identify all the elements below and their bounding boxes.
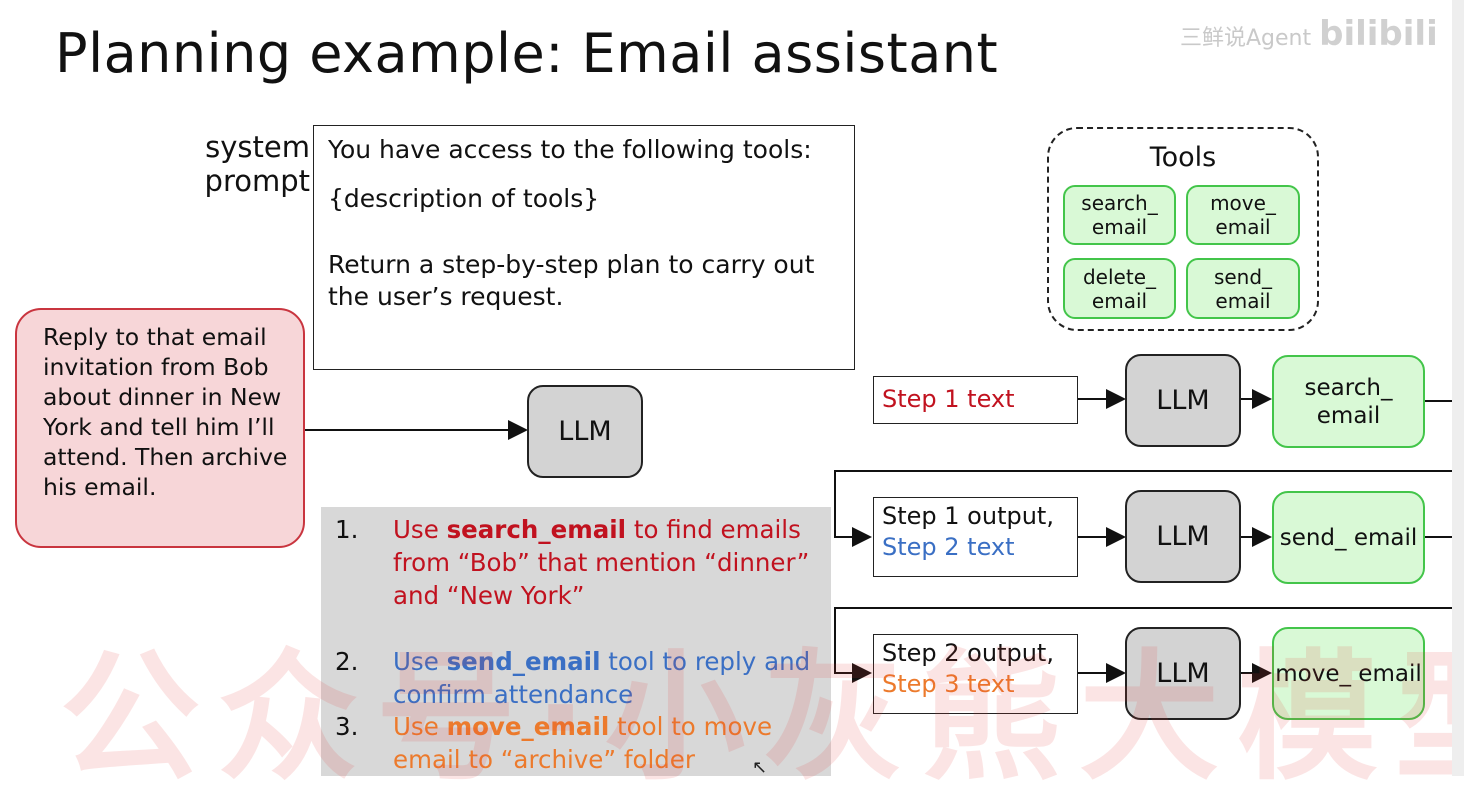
step-3-output-text: Step 2 output, xyxy=(882,639,1054,667)
plan-tool-name: send_email xyxy=(446,647,601,676)
connector-lines xyxy=(305,389,1462,683)
tool-send-email: send_ email xyxy=(1186,258,1300,319)
plan-tool-name: move_email xyxy=(446,712,610,741)
channel-logo: 三鲜说Agent bilibili xyxy=(1180,14,1438,54)
step-1-tool: search_ email xyxy=(1272,355,1425,448)
tool-label: send_ email xyxy=(1279,524,1418,551)
plan-tool-name: search_email xyxy=(446,515,627,544)
loop2-arrow xyxy=(834,607,1462,683)
llm-main: LLM xyxy=(527,385,643,478)
logo-text: 三鲜说Agent xyxy=(1180,26,1312,51)
page-title: Planning example: Email assistant xyxy=(55,22,999,85)
user-request-box: Reply to that email invitation from Bob … xyxy=(15,308,305,548)
system-line-1: You have access to the following tools: xyxy=(328,135,812,164)
loop1-arrow xyxy=(834,470,1462,547)
tool-label: search_ email xyxy=(1304,374,1393,429)
step-1-text: Step 1 text xyxy=(882,385,1015,413)
step-3-text: Step 3 text xyxy=(882,670,1015,698)
tool-label: move_ email xyxy=(1275,660,1422,687)
watermark: 公众号·小灰熊大模型 xyxy=(60,637,1464,800)
plan-text: Use xyxy=(393,515,447,544)
llm-step-1: LLM xyxy=(1125,354,1241,447)
tool-search-email: search_ email xyxy=(1063,185,1176,245)
llm-label: LLM xyxy=(1156,658,1210,689)
tools-title: Tools xyxy=(1149,142,1217,173)
system-line-2: {description of tools} xyxy=(328,184,600,213)
system-line-3: Return a step-by-step plan to carry out … xyxy=(328,250,815,311)
step-2-box: Step 1 output, Step 2 text xyxy=(873,497,1078,577)
tool-delete-email: delete_ email xyxy=(1063,258,1176,319)
plan-number: 3. xyxy=(335,712,359,741)
system-prompt-label: system prompt xyxy=(204,130,310,198)
scrollbar[interactable] xyxy=(1452,0,1464,776)
llm-step-2: LLM xyxy=(1125,490,1241,583)
plan-number: 2. xyxy=(335,647,359,676)
tool-label: search_ email xyxy=(1081,191,1158,239)
plan-text: to find emails from “Bob” that mention “… xyxy=(393,515,810,610)
step-1-box: Step 1 text xyxy=(873,376,1078,424)
plan-text: Use xyxy=(393,647,447,676)
llm-label: LLM xyxy=(1156,521,1210,552)
step-2-text: Step 2 text xyxy=(882,533,1015,561)
tool-move-email: move_ email xyxy=(1186,185,1300,245)
tool-label: delete_ email xyxy=(1082,264,1156,313)
step-3-tool: move_ email xyxy=(1272,627,1425,720)
user-request-text: Reply to that email invitation from Bob … xyxy=(43,323,288,501)
tools-group xyxy=(1047,127,1319,331)
plan-text: Use xyxy=(393,712,447,741)
plan-text: tool to reply and confirm attendance xyxy=(393,647,811,709)
tool-label: send_ email xyxy=(1213,264,1273,313)
step-2-tool: send_ email xyxy=(1272,491,1425,584)
plan-text: tool to move email to “archive” folder xyxy=(393,712,773,774)
llm-label: LLM xyxy=(558,416,612,447)
plan-box: 1. Use search_email to find emails from … xyxy=(321,507,831,776)
step-3-box: Step 2 output, Step 3 text xyxy=(873,634,1078,714)
mouse-cursor-icon: ↖ xyxy=(752,757,768,778)
system-prompt-box: You have access to the following tools: … xyxy=(313,125,855,370)
llm-step-3: LLM xyxy=(1125,627,1241,720)
plan-number: 1. xyxy=(335,515,359,544)
tool-label: move_ email xyxy=(1210,191,1276,239)
step-2-output-text: Step 1 output, xyxy=(882,502,1054,530)
llm-label: LLM xyxy=(1156,385,1210,416)
bilibili-logo: bilibili xyxy=(1319,14,1438,54)
